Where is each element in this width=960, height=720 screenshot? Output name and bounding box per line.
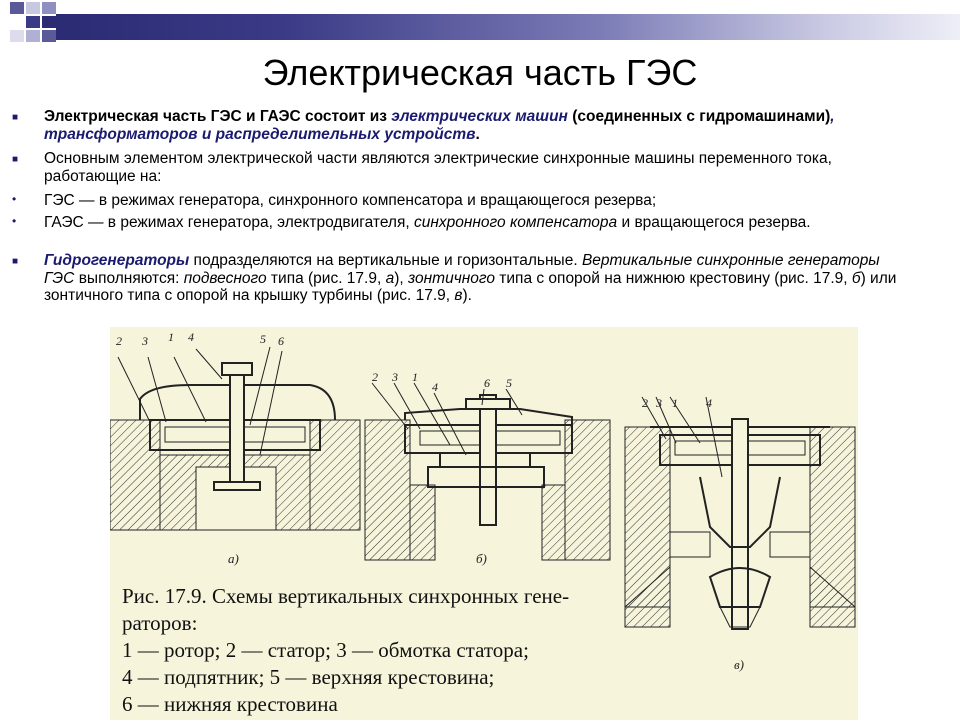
bullet-text-span: выполняются: (74, 269, 184, 287)
bullet-text-span: и вращающегося резерва. (617, 214, 811, 231)
bullet-text-span: . (475, 125, 480, 143)
deco-square (42, 2, 56, 14)
bullet-square-icon: ■ (12, 154, 19, 165)
bullet-text-span: зонтичного (408, 269, 495, 287)
deco-square (42, 16, 56, 28)
bullet-item-3: ГЭС — в режимах генератора, синхронного … (44, 192, 904, 210)
bullet-text-span: подразделяются на вертикальные и горизон… (189, 252, 582, 269)
bullet-text-span: ГЭС — в режимах генератора, синхронного … (44, 192, 657, 209)
header-bar (56, 14, 960, 40)
label-c-1: 2 (642, 396, 648, 410)
label-c-4: 4 (706, 396, 712, 410)
bullet-text-span: в (454, 287, 463, 304)
caption-line-2: раторов: (122, 611, 198, 635)
bullet-text-span: подвесного (183, 269, 267, 287)
label-a-4: 4 (188, 330, 194, 344)
bullet-text-span: , трансформаторов и распределительных ус… (44, 108, 835, 143)
figure-generator-schemes: 2 3 1 4 5 6 2 3 1 4 6 5 2 3 1 4 а) б) в)… (110, 327, 858, 720)
deco-square (26, 30, 40, 42)
bullet-dot-icon: • (12, 214, 17, 228)
label-b-3: 1 (412, 370, 418, 384)
bullet-item-4: ГАЭС — в режимах генератора, электродвиг… (44, 214, 904, 232)
sublabel-a: а) (228, 551, 239, 566)
label-a-3: 1 (168, 330, 174, 344)
deco-square (26, 2, 40, 14)
caption-line-3: 1 — ротор; 2 — статор; 3 — обмотка стато… (122, 638, 529, 662)
figure-drawing: 2 3 1 4 5 6 2 3 1 4 6 5 2 3 1 4 (110, 330, 856, 630)
bullet-text-span: Основным элементом электрической части я… (44, 150, 832, 185)
bullet-text-span: электрических машин (391, 108, 568, 125)
bullet-text-span: типа с опорой на нижнюю крестовину (рис.… (494, 269, 852, 287)
caption-line-1: Рис. 17.9. Схемы вертикальных синхронных… (122, 584, 570, 608)
bullet-square-icon: ■ (12, 112, 19, 123)
label-c-2: 3 (655, 396, 662, 410)
label-a-1: 2 (116, 334, 122, 348)
bullet-text-span: Гидрогенераторы (44, 252, 190, 269)
scheme-a (110, 346, 361, 531)
figure-caption: Рис. 17.9. Схемы вертикальных синхронных… (122, 583, 569, 718)
sublabel-b: б) (476, 551, 487, 566)
bullet-text-span: синхронного компенсатора (413, 214, 618, 231)
slide-title: Электрическая часть ГЭС (262, 52, 698, 93)
caption-line-4: 4 — подпятник; 5 — верхняя крестовина; (122, 665, 495, 689)
sublabel-c: в) (734, 657, 744, 672)
bullet-item-5: Гидрогенераторы подразделяются на вертик… (44, 252, 904, 305)
bullet-text-span: Электрическая часть ГЭС и ГАЭС состоит и… (44, 108, 392, 125)
bullet-square-icon: ■ (12, 256, 19, 267)
bullet-text-span: типа (рис. 17.9, (266, 269, 386, 287)
deco-square (10, 2, 24, 14)
deco-square (10, 30, 24, 42)
deco-square (26, 16, 40, 28)
bullet-text-span: ), (394, 269, 408, 287)
label-a-2: 3 (141, 334, 148, 348)
label-a-5: 5 (260, 332, 266, 346)
bullet-dot-icon: • (12, 192, 17, 206)
label-c-3: 1 (672, 396, 678, 410)
caption-line-5: 6 — нижняя крестовина (122, 692, 338, 716)
label-b-2: 3 (391, 370, 398, 384)
bullet-item-1: Электрическая часть ГЭС и ГАЭС состоит и… (44, 108, 904, 143)
bullet-text-span: а (385, 269, 395, 287)
label-a-6: 6 (278, 334, 284, 348)
bullet-text-span: ) или зонтичного типа с опорой на крышку… (44, 269, 897, 305)
bullet-text-span: Вертикальные синхронные генераторы ГЭС (44, 252, 880, 287)
label-b-4: 4 (432, 380, 438, 394)
label-b-1: 2 (372, 370, 378, 384)
label-b-6: 5 (506, 376, 512, 390)
label-b-5: 6 (484, 376, 490, 390)
scheme-c (624, 396, 856, 630)
deco-square (42, 30, 56, 42)
bullet-text-span: ). (462, 287, 472, 304)
bullet-text-span: б (851, 269, 861, 287)
bullet-item-2: Основным элементом электрической части я… (44, 150, 904, 185)
bullet-text-span: ГАЭС — в режимах генератора, электродвиг… (44, 214, 414, 231)
bullet-text-span: (соединенных с гидромашинами) (567, 108, 831, 125)
scheme-b (364, 382, 611, 561)
